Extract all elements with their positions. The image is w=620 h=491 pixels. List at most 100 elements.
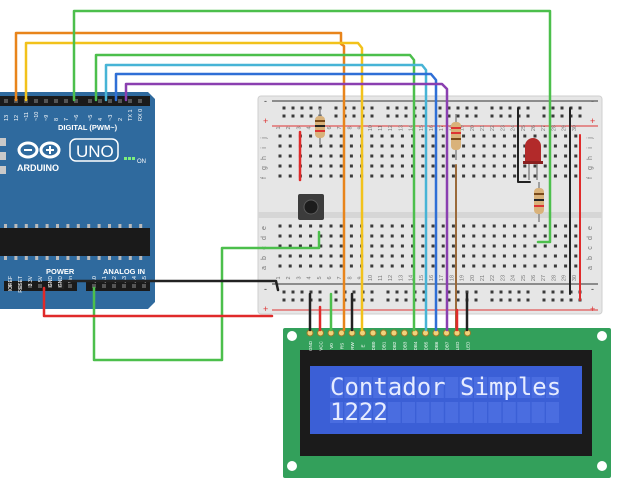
- power-pin[interactable]: [8, 284, 12, 288]
- rail-hole[interactable]: [490, 106, 494, 110]
- breadboard-hole[interactable]: [421, 144, 425, 148]
- breadboard-hole[interactable]: [309, 154, 313, 158]
- breadboard-hole[interactable]: [472, 144, 476, 148]
- breadboard-hole[interactable]: [462, 264, 466, 268]
- breadboard-hole[interactable]: [431, 164, 435, 168]
- rail-hole[interactable]: [551, 106, 555, 110]
- rail-hole[interactable]: [447, 298, 451, 302]
- breadboard-hole[interactable]: [370, 224, 374, 228]
- breadboard-hole[interactable]: [278, 174, 282, 178]
- breadboard-hole[interactable]: [523, 134, 527, 138]
- breadboard-hole[interactable]: [574, 144, 578, 148]
- breadboard-hole[interactable]: [411, 244, 415, 248]
- breadboard-hole[interactable]: [288, 234, 292, 238]
- breadboard-hole[interactable]: [349, 224, 353, 228]
- breadboard-hole[interactable]: [431, 144, 435, 148]
- breadboard-hole[interactable]: [370, 174, 374, 178]
- power-pin[interactable]: [28, 284, 32, 288]
- breadboard-hole[interactable]: [564, 164, 568, 168]
- breadboard-hole[interactable]: [298, 224, 302, 228]
- lcd-pin[interactable]: [401, 329, 408, 337]
- breadboard-hole[interactable]: [441, 234, 445, 238]
- breadboard-hole[interactable]: [513, 234, 517, 238]
- wire-green-led[interactable]: [72, 9, 552, 244]
- rail-hole[interactable]: [508, 106, 512, 110]
- breadboard-hole[interactable]: [421, 264, 425, 268]
- breadboard-hole[interactable]: [421, 224, 425, 228]
- rail-hole[interactable]: [551, 298, 555, 302]
- breadboard-hole[interactable]: [298, 244, 302, 248]
- breadboard-hole[interactable]: [462, 134, 466, 138]
- breadboard-hole[interactable]: [421, 134, 425, 138]
- breadboard-hole[interactable]: [543, 154, 547, 158]
- rail-hole[interactable]: [456, 298, 460, 302]
- breadboard-hole[interactable]: [502, 154, 506, 158]
- digital-pin[interactable]: [118, 99, 122, 103]
- breadboard-hole[interactable]: [319, 244, 323, 248]
- breadboard-hole[interactable]: [553, 134, 557, 138]
- resistor-1[interactable]: [315, 108, 325, 144]
- breadboard-hole[interactable]: [553, 234, 557, 238]
- breadboard-hole[interactable]: [472, 254, 476, 258]
- breadboard-hole[interactable]: [288, 244, 292, 248]
- breadboard-hole[interactable]: [472, 234, 476, 238]
- wire-yellow[interactable]: [24, 41, 364, 332]
- breadboard-hole[interactable]: [400, 264, 404, 268]
- breadboard-hole[interactable]: [319, 254, 323, 258]
- rail-hole[interactable]: [422, 114, 426, 118]
- breadboard-hole[interactable]: [411, 234, 415, 238]
- breadboard-hole[interactable]: [553, 254, 557, 258]
- analog-pin[interactable]: [92, 284, 96, 288]
- breadboard-hole[interactable]: [441, 264, 445, 268]
- breadboard-hole[interactable]: [380, 234, 384, 238]
- breadboard-hole[interactable]: [441, 174, 445, 178]
- rail-hole[interactable]: [309, 106, 313, 110]
- resistor-2[interactable]: [451, 114, 461, 160]
- breadboard-hole[interactable]: [298, 234, 302, 238]
- rail-hole[interactable]: [465, 290, 469, 294]
- breadboard-hole[interactable]: [278, 164, 282, 168]
- resistor-3[interactable]: [534, 182, 544, 222]
- rail-hole[interactable]: [474, 106, 478, 110]
- breadboard-hole[interactable]: [370, 234, 374, 238]
- breadboard-hole[interactable]: [329, 164, 333, 168]
- wire-black-gnd[interactable]: [61, 279, 280, 292]
- rail-hole[interactable]: [542, 298, 546, 302]
- breadboard-hole[interactable]: [543, 164, 547, 168]
- breadboard-hole[interactable]: [329, 154, 333, 158]
- breadboard-hole[interactable]: [411, 254, 415, 258]
- breadboard-hole[interactable]: [370, 254, 374, 258]
- rail-hole[interactable]: [282, 114, 286, 118]
- breadboard-hole[interactable]: [523, 254, 527, 258]
- breadboard-hole[interactable]: [431, 224, 435, 228]
- breadboard-hole[interactable]: [451, 264, 455, 268]
- breadboard-hole[interactable]: [533, 234, 537, 238]
- breadboard-hole[interactable]: [309, 134, 313, 138]
- rail-hole[interactable]: [334, 106, 338, 110]
- breadboard-hole[interactable]: [492, 244, 496, 248]
- lcd-pin[interactable]: [390, 329, 398, 337]
- breadboard-hole[interactable]: [574, 174, 578, 178]
- breadboard-hole[interactable]: [400, 254, 404, 258]
- breadboard-hole[interactable]: [390, 154, 394, 158]
- rail-hole[interactable]: [370, 298, 374, 302]
- rail-hole[interactable]: [456, 106, 460, 110]
- lcd-pin[interactable]: [369, 329, 377, 337]
- rail-hole[interactable]: [300, 290, 304, 294]
- breadboard-hole[interactable]: [482, 244, 486, 248]
- breadboard-hole[interactable]: [319, 174, 323, 178]
- breadboard-hole[interactable]: [574, 234, 578, 238]
- breadboard-hole[interactable]: [462, 244, 466, 248]
- breadboard-hole[interactable]: [309, 224, 313, 228]
- breadboard-hole[interactable]: [319, 154, 323, 158]
- rail-hole[interactable]: [334, 114, 338, 118]
- breadboard-hole[interactable]: [339, 144, 343, 148]
- breadboard-hole[interactable]: [278, 144, 282, 148]
- rail-hole[interactable]: [300, 106, 304, 110]
- breadboard-hole[interactable]: [513, 144, 517, 148]
- breadboard-hole[interactable]: [349, 254, 353, 258]
- breadboard-hole[interactable]: [451, 174, 455, 178]
- breadboard-hole[interactable]: [400, 164, 404, 168]
- breadboard-hole[interactable]: [462, 254, 466, 258]
- breadboard-hole[interactable]: [431, 244, 435, 248]
